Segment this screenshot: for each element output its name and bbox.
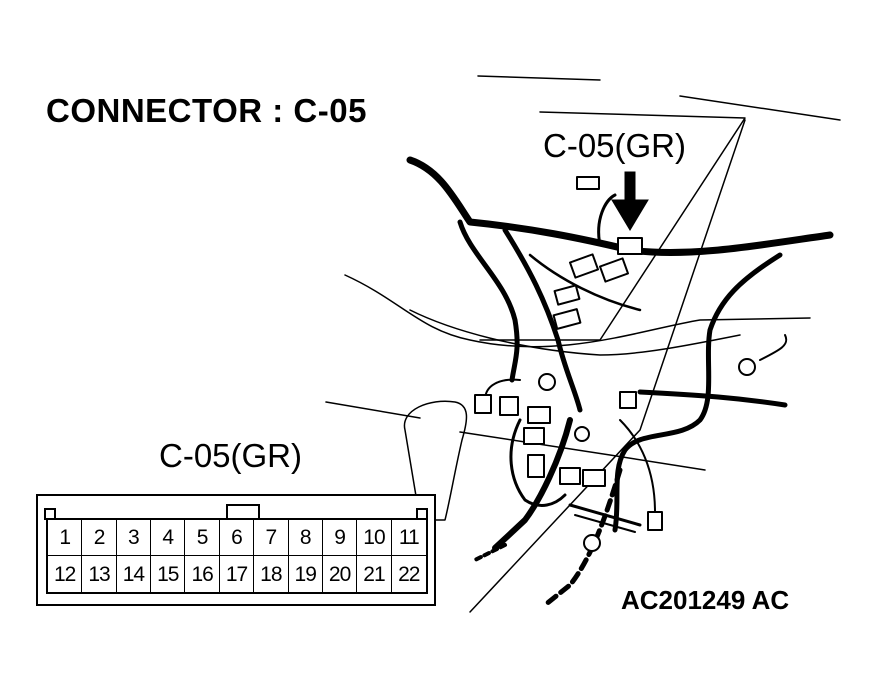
connector-small-3: [598, 257, 630, 283]
floor-line: [325, 401, 421, 419]
connector-pin: 21: [357, 556, 392, 592]
panel-outline-inner: [409, 309, 741, 356]
panel-outline-lower: [344, 274, 811, 348]
harness-branch-left: [457, 219, 520, 383]
panel-outline-mid: [479, 111, 746, 341]
connector-pin: 9: [322, 520, 358, 556]
connector-pin: 10: [357, 520, 392, 556]
ring-terminal-4: [583, 534, 601, 552]
diagram-title: CONNECTOR : C-05: [46, 92, 367, 129]
connector-small-5: [552, 308, 582, 330]
bracket-bar-2: [574, 514, 636, 533]
lever-outline: [403, 400, 468, 521]
connector-pin: 17: [220, 556, 255, 592]
harness-horizontal-right: [637, 389, 788, 408]
bracket-bar-1: [568, 503, 642, 527]
ring-terminal-2: [738, 358, 756, 376]
connector-small-13: [647, 511, 663, 531]
connector-small-1: [576, 176, 600, 190]
ring-terminal-3: [574, 426, 590, 442]
connector-small-10: [527, 454, 545, 478]
connector-pin: 1: [48, 520, 83, 556]
connector-pin: 6: [219, 520, 255, 556]
connector-pin: 12: [48, 556, 83, 592]
connector-pin: 8: [288, 520, 323, 556]
connector-small-7: [499, 396, 519, 416]
harness-to-upper-connector: [597, 193, 617, 247]
connector-latch: [226, 504, 260, 518]
connector-small-6: [474, 394, 492, 414]
connector-pin: 4: [151, 520, 186, 556]
harness-curve-loop: [509, 418, 567, 507]
panel-outline-right: [679, 95, 841, 121]
connector-pin: 15: [151, 556, 186, 592]
connector-pin: 13: [82, 556, 117, 592]
harness-thin-right: [619, 419, 656, 513]
harness-branch-center: [502, 227, 583, 413]
connector-pin: 19: [289, 556, 323, 592]
harness-lower-dashed: [542, 467, 623, 608]
connector-pin: 2: [82, 520, 117, 556]
ring-terminal-1: [538, 373, 556, 391]
harness-left-dashed: [473, 543, 507, 562]
connector-pin: 22: [398, 562, 420, 586]
connector-pin: 3: [116, 520, 152, 556]
harness-thin-mid: [528, 253, 642, 312]
connector-pin: 5: [185, 520, 220, 556]
connector-pin: 16: [185, 556, 220, 592]
connector-small-8: [527, 406, 551, 424]
connector-small-2: [568, 253, 600, 279]
connector-face-label: C-05(GR): [159, 437, 303, 474]
harness-lower-left: [492, 417, 573, 551]
connector-pin: 18: [254, 556, 289, 592]
reference-code: AC201249 AC: [621, 585, 790, 615]
connector-small-12: [582, 469, 606, 487]
connector-small-11: [559, 467, 581, 485]
pointer-arrow: [611, 171, 649, 231]
connector-callout-label: C-05(GR): [543, 127, 687, 164]
panel-diagonal-line: [469, 119, 746, 613]
connector-pin: 11: [391, 520, 426, 556]
harness-main-upper: [406, 156, 834, 256]
connector-small-9: [523, 427, 545, 445]
panel-outline-top: [477, 75, 601, 81]
connector-pin: 20: [323, 556, 358, 592]
connector-pin: 14: [117, 556, 152, 592]
harness-to-ring-right: [759, 334, 788, 361]
connector-small-4: [553, 284, 581, 306]
connector-small-14: [619, 391, 637, 409]
connector-c05-highlight: [617, 237, 643, 255]
connector-pin: 7: [254, 520, 289, 556]
floor-line-2: [459, 431, 706, 471]
